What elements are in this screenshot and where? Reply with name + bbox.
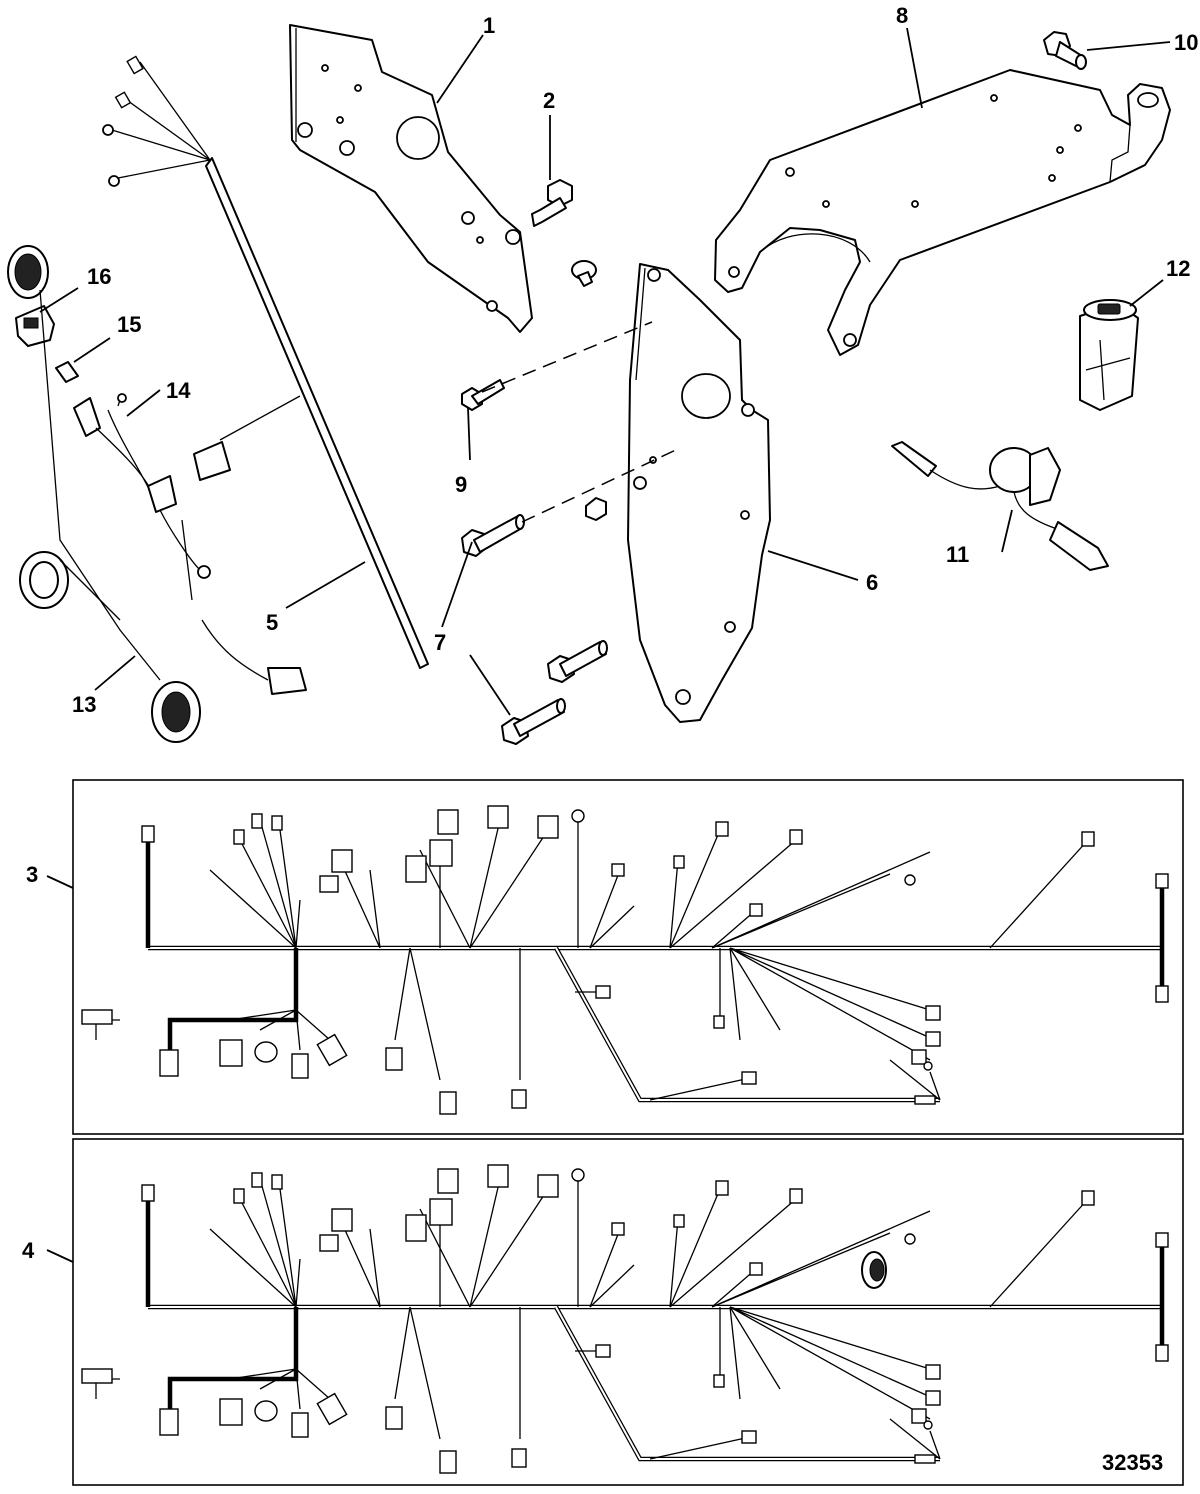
callout-16: 16 xyxy=(87,264,111,289)
callout-9: 9 xyxy=(455,472,467,497)
bolt-part-7c xyxy=(547,640,608,683)
wiring-harness-part-4 xyxy=(82,1165,1168,1473)
assembly-line-1 xyxy=(481,321,653,393)
callout-5: 5 xyxy=(266,610,278,635)
callout-8: 8 xyxy=(896,3,908,28)
callout-4: 4 xyxy=(22,1238,35,1263)
callout-11: 11 xyxy=(946,542,969,567)
harness-part-13 xyxy=(7,245,201,743)
screw-part-10 xyxy=(1043,31,1087,70)
round-connector-panel-4 xyxy=(861,1251,887,1289)
leader-lines xyxy=(39,27,1171,1263)
harness-panel-3 xyxy=(72,779,1184,1135)
connector-part-12 xyxy=(1079,299,1139,411)
callout-15: 15 xyxy=(117,312,141,337)
bolt-part-9 xyxy=(461,379,505,411)
callout-3: 3 xyxy=(26,862,38,887)
figure-number: 32353 xyxy=(1102,1450,1163,1475)
callout-6: 6 xyxy=(866,570,878,595)
bolt-part-2 xyxy=(531,179,597,287)
plate-part-6 xyxy=(627,263,771,723)
assembly-line-2 xyxy=(521,447,681,523)
callout-1: 1 xyxy=(483,13,495,38)
harness-part-5 xyxy=(102,55,429,669)
callout-13: 13 xyxy=(72,692,96,717)
connector-part-16 xyxy=(15,305,55,347)
callout-7: 7 xyxy=(434,630,446,655)
bolt-part-7b xyxy=(585,497,607,521)
wiring-harness-part-3 xyxy=(82,806,1168,1114)
bolt-part-7a xyxy=(461,514,525,557)
callout-14: 14 xyxy=(166,378,191,403)
bracket-part-8 xyxy=(714,69,1171,356)
harness-panel-4 xyxy=(72,1138,1184,1486)
harness-part-14 xyxy=(73,393,307,695)
sensor-part-11 xyxy=(891,441,1109,571)
bolt-part-7d xyxy=(501,698,566,745)
callout-2: 2 xyxy=(543,88,555,113)
bracket-part-1 xyxy=(289,24,533,333)
callout-10: 10 xyxy=(1174,30,1198,55)
fuse-part-15 xyxy=(55,361,79,383)
callout-12: 12 xyxy=(1166,256,1190,281)
